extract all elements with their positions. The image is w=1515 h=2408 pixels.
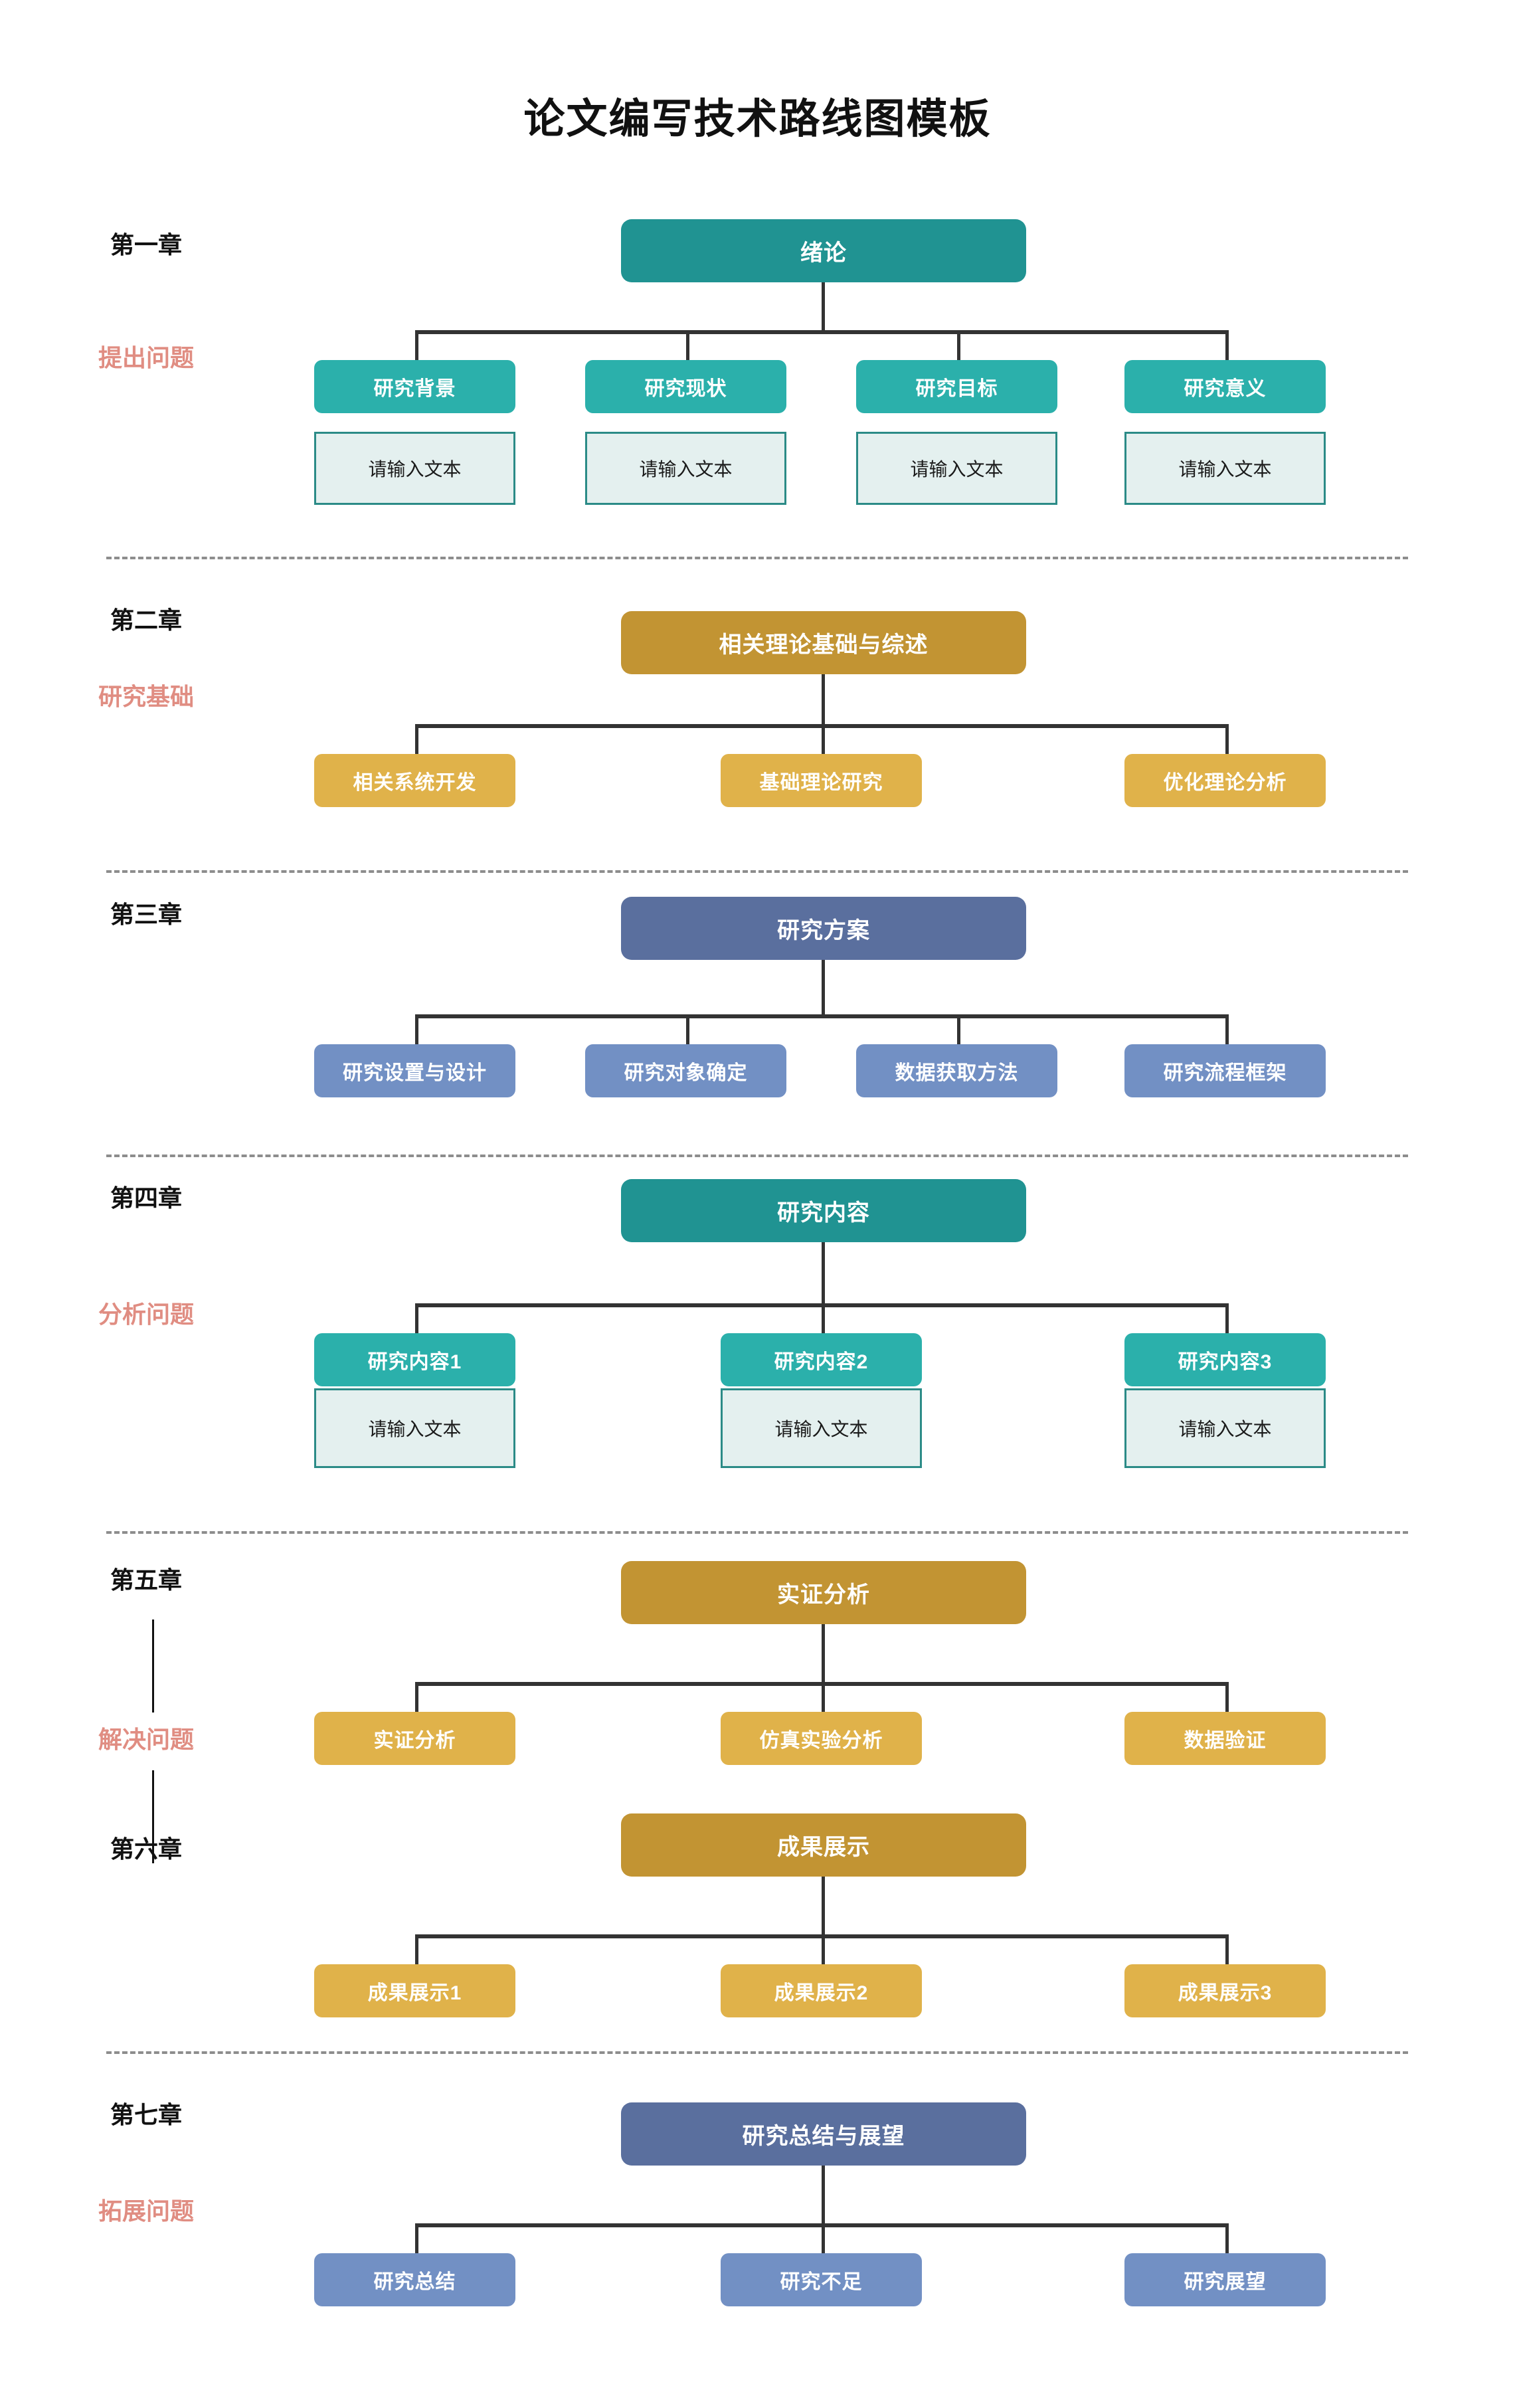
section-child-7-2[interactable]: 研究不足 (721, 2253, 922, 2306)
rail-connector-lower (152, 1770, 154, 1863)
section-subtitle-7: 拓展问题 (98, 2197, 194, 2225)
connector-drop-4-2 (822, 1303, 825, 1333)
connector-drop-3-3 (957, 1014, 960, 1044)
connector-trunk-7 (822, 2166, 825, 2225)
section-child-5-3[interactable]: 数据验证 (1124, 1712, 1326, 1765)
section-note-4-2[interactable]: 请输入文本 (721, 1388, 922, 1468)
section-child-5-2[interactable]: 仿真实验分析 (721, 1712, 922, 1765)
chapter-label-1: 第一章 (110, 231, 182, 258)
section-note-1-1[interactable]: 请输入文本 (314, 432, 515, 505)
chapter-label-4: 第四章 (110, 1184, 182, 1212)
rail-connector-upper (152, 1620, 154, 1713)
section-child-6-1[interactable]: 成果展示1 (314, 1964, 515, 2017)
section-child-4-2[interactable]: 研究内容2 (721, 1333, 922, 1386)
connector-drop-7-2 (822, 2223, 825, 2253)
connector-trunk-5 (822, 1624, 825, 1684)
connector-trunk-2 (822, 674, 825, 726)
connector-bar-1 (415, 330, 1229, 334)
section-header-1[interactable]: 绪论 (621, 219, 1026, 282)
connector-drop-1-1 (415, 330, 418, 360)
connector-drop-4-1 (415, 1303, 418, 1333)
connector-drop-1-4 (1225, 330, 1229, 360)
section-header-4[interactable]: 研究内容 (621, 1179, 1026, 1242)
connector-drop-4-3 (1225, 1303, 1229, 1333)
section-header-5[interactable]: 实证分析 (621, 1561, 1026, 1624)
section-child-1-2[interactable]: 研究现状 (585, 360, 786, 413)
section-note-4-3[interactable]: 请输入文本 (1124, 1388, 1326, 1468)
connector-drop-7-1 (415, 2223, 418, 2253)
section-header-2[interactable]: 相关理论基础与综述 (621, 611, 1026, 674)
chapter-label-5: 第五章 (110, 1566, 182, 1594)
section-subtitle-4: 分析问题 (98, 1301, 194, 1328)
section-separator-5 (106, 2051, 1408, 2054)
section-subtitle-5: 解决问题 (98, 1726, 194, 1753)
connector-drop-2-1 (415, 724, 418, 754)
connector-drop-7-3 (1225, 2223, 1229, 2253)
page-title: 论文编写技术路线图模板 (523, 96, 992, 142)
connector-drop-3-1 (415, 1014, 418, 1044)
connector-drop-5-3 (1225, 1682, 1229, 1712)
section-header-6[interactable]: 成果展示 (621, 1813, 1026, 1877)
connector-drop-2-2 (822, 724, 825, 754)
section-header-3[interactable]: 研究方案 (621, 897, 1026, 960)
connector-drop-1-3 (957, 330, 960, 360)
chapter-label-2: 第二章 (110, 606, 182, 634)
section-note-1-3[interactable]: 请输入文本 (856, 432, 1057, 505)
section-child-7-3[interactable]: 研究展望 (1124, 2253, 1326, 2306)
connector-drop-3-2 (686, 1014, 689, 1044)
section-note-1-2[interactable]: 请输入文本 (585, 432, 786, 505)
section-child-1-1[interactable]: 研究背景 (314, 360, 515, 413)
section-child-1-4[interactable]: 研究意义 (1124, 360, 1326, 413)
section-child-2-2[interactable]: 基础理论研究 (721, 754, 922, 807)
connector-drop-6-1 (415, 1934, 418, 1964)
section-separator-1 (106, 557, 1408, 559)
connector-trunk-1 (822, 282, 825, 332)
section-child-6-2[interactable]: 成果展示2 (721, 1964, 922, 2017)
chapter-label-7: 第七章 (110, 2101, 182, 2128)
section-header-7[interactable]: 研究总结与展望 (621, 2102, 1026, 2166)
section-child-5-1[interactable]: 实证分析 (314, 1712, 515, 1765)
section-child-4-3[interactable]: 研究内容3 (1124, 1333, 1326, 1386)
connector-drop-3-4 (1225, 1014, 1229, 1044)
section-note-1-4[interactable]: 请输入文本 (1124, 432, 1326, 505)
section-child-2-3[interactable]: 优化理论分析 (1124, 754, 1326, 807)
section-child-3-2[interactable]: 研究对象确定 (585, 1044, 786, 1097)
section-separator-2 (106, 870, 1408, 873)
connector-drop-5-1 (415, 1682, 418, 1712)
connector-bar-3 (415, 1014, 1229, 1018)
section-subtitle-1: 提出问题 (98, 344, 194, 371)
section-child-2-1[interactable]: 相关系统开发 (314, 754, 515, 807)
connector-trunk-3 (822, 960, 825, 1016)
section-child-7-1[interactable]: 研究总结 (314, 2253, 515, 2306)
section-child-3-3[interactable]: 数据获取方法 (856, 1044, 1057, 1097)
connector-drop-1-2 (686, 330, 689, 360)
connector-trunk-4 (822, 1242, 825, 1305)
section-child-3-1[interactable]: 研究设置与设计 (314, 1044, 515, 1097)
chapter-label-3: 第三章 (110, 901, 182, 928)
section-separator-3 (106, 1155, 1408, 1157)
section-child-1-3[interactable]: 研究目标 (856, 360, 1057, 413)
connector-drop-2-3 (1225, 724, 1229, 754)
section-separator-4 (106, 1531, 1408, 1534)
connector-drop-5-2 (822, 1682, 825, 1712)
section-child-4-1[interactable]: 研究内容1 (314, 1333, 515, 1386)
chapter-label-6: 第六章 (110, 1835, 182, 1863)
section-subtitle-2: 研究基础 (98, 683, 194, 710)
section-child-6-3[interactable]: 成果展示3 (1124, 1964, 1326, 2017)
connector-trunk-6 (822, 1877, 825, 1936)
section-child-3-4[interactable]: 研究流程框架 (1124, 1044, 1326, 1097)
section-note-4-1[interactable]: 请输入文本 (314, 1388, 515, 1468)
connector-drop-6-2 (822, 1934, 825, 1964)
connector-drop-6-3 (1225, 1934, 1229, 1964)
